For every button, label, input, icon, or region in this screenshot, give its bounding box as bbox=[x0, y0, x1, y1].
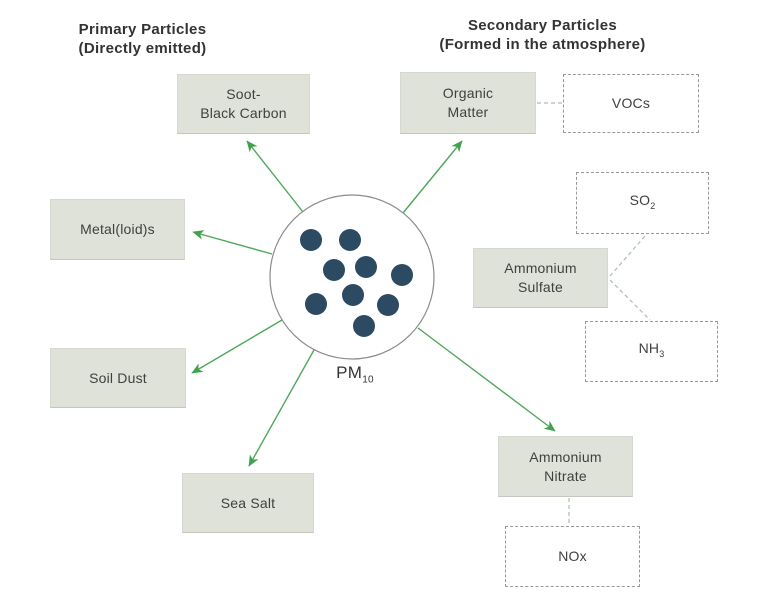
arrow-to-soot bbox=[246, 140, 304, 213]
arrow-to-soil-dust bbox=[191, 319, 283, 374]
particle-dot bbox=[342, 284, 364, 306]
node-ammonium-nitrate-label: Ammonium Nitrate bbox=[529, 448, 602, 484]
node-nh3-label: NH3 bbox=[638, 340, 665, 359]
node-sea-salt-label: Sea Salt bbox=[220, 494, 276, 511]
node-ammonium-nitrate: Ammonium Nitrate bbox=[498, 436, 633, 497]
particle-dot bbox=[391, 264, 413, 286]
primary-particles-title: Primary Particles (Directly emitted) bbox=[30, 20, 255, 58]
particle-dot bbox=[377, 294, 399, 316]
node-ammonium-sulfate: Ammonium Sulfate bbox=[473, 248, 608, 308]
node-soot-black-carbon: Soot- Black Carbon bbox=[177, 74, 310, 134]
node-organic-matter-label: Organic Matter bbox=[442, 85, 494, 120]
node-nox-label: NOx bbox=[558, 548, 587, 564]
precursor-connectors bbox=[537, 102, 651, 525]
node-nox: NOx bbox=[505, 526, 640, 587]
emission-arrows bbox=[191, 140, 556, 467]
pm10-label-base: PM bbox=[336, 363, 363, 382]
primary-title-line1: Primary Particles bbox=[78, 21, 207, 38]
particle-dot bbox=[353, 315, 375, 337]
node-nh3-subscript: 3 bbox=[659, 348, 665, 359]
secondary-particles-title: Secondary Particles (Formed in the atmos… bbox=[400, 16, 685, 54]
node-so2: SO2 bbox=[576, 172, 709, 234]
arrow-to-ammonium-nitrate bbox=[417, 327, 556, 432]
secondary-title-line2: (Formed in the atmosphere) bbox=[439, 36, 646, 53]
node-soil-dust-label: Soil Dust bbox=[89, 369, 147, 386]
primary-title-line2: (Directly emitted) bbox=[78, 40, 207, 57]
node-metalloids-label: Metal(loid)s bbox=[80, 221, 155, 237]
node-nh3: NH3 bbox=[585, 321, 718, 382]
node-so2-label: SO2 bbox=[629, 191, 656, 211]
node-ammonium-sulfate-label: Ammonium Sulfate bbox=[504, 260, 577, 295]
particle-dot bbox=[339, 229, 361, 251]
node-soil-dust: Soil Dust bbox=[50, 348, 186, 408]
pm10-label: PM10 bbox=[315, 363, 395, 385]
node-soot-black-carbon-label: Soot- Black Carbon bbox=[200, 86, 287, 121]
node-sea-salt: Sea Salt bbox=[182, 473, 314, 533]
particle-dot bbox=[305, 293, 327, 315]
node-metalloids: Metal(loid)s bbox=[50, 199, 185, 260]
particle-dot bbox=[300, 229, 322, 251]
pm10-label-subscript: 10 bbox=[362, 374, 374, 386]
node-so2-subscript: 2 bbox=[650, 200, 656, 211]
particle-dot bbox=[323, 259, 345, 281]
arrow-to-metalloids bbox=[192, 230, 273, 255]
node-organic-matter: Organic Matter bbox=[400, 72, 536, 134]
particle-dot bbox=[355, 256, 377, 278]
node-vocs: VOCs bbox=[563, 74, 699, 133]
connector-sulfate-so2 bbox=[609, 235, 646, 277]
secondary-title-line1: Secondary Particles bbox=[467, 17, 618, 34]
arrow-to-organic-matter bbox=[402, 140, 463, 214]
arrow-to-sea-salt bbox=[248, 349, 315, 467]
node-vocs-label: VOCs bbox=[611, 95, 651, 111]
particle-dots bbox=[300, 229, 413, 337]
connector-sulfate-nh3 bbox=[609, 279, 651, 321]
